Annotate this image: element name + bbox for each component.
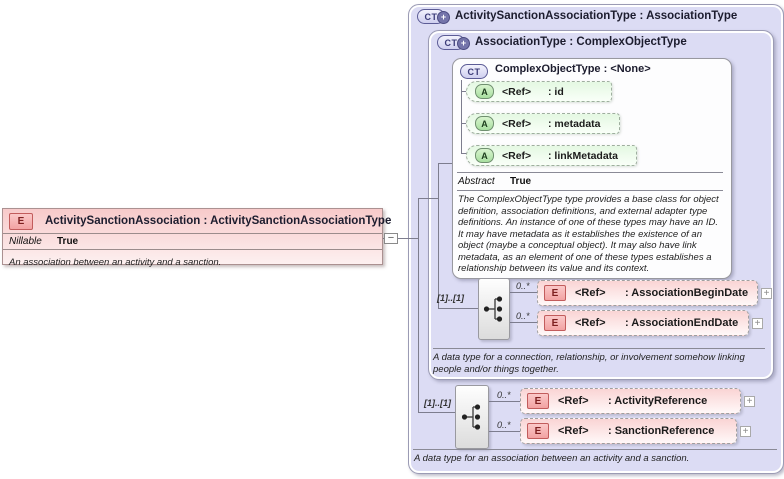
element-name: : AssociationEndDate (625, 317, 739, 329)
connector-line (487, 431, 521, 432)
complex-type-icon: CT + (417, 9, 450, 24)
sequence-compositor-icon[interactable] (455, 385, 489, 449)
element-name: : ActivityReference (608, 395, 708, 407)
attribute-ref: <Ref> (502, 117, 532, 130)
attribute-name: : id (548, 85, 564, 98)
property-value: True (57, 236, 79, 247)
complex-type-icon: CT + (437, 35, 470, 50)
outer-panel-title: ActivitySanctionAssociationType : Associ… (455, 10, 738, 22)
element-box-activity-reference[interactable]: E <Ref> : ActivityReference (520, 388, 741, 414)
attribute-icon: A (475, 116, 494, 131)
connector-line (461, 123, 467, 124)
element-box-association-begin-date[interactable]: E <Ref> : AssociationBeginDate (537, 280, 758, 306)
outer-panel-description: A data type for an association between a… (414, 453, 690, 464)
expand-button[interactable]: + (761, 288, 772, 299)
element-box-activity-sanction-association[interactable]: E ActivitySanctionAssociation : Activity… (2, 208, 391, 268)
connector-line (418, 198, 439, 199)
attribute-ref: <Ref> (502, 149, 532, 162)
attribute-box-metadata[interactable]: A <Ref> : metadata (466, 113, 620, 134)
element-description-row: An association between an activity and a… (3, 250, 382, 272)
inner-panel-description: A data type for a connection, relationsh… (433, 352, 745, 375)
connector-line (438, 163, 453, 164)
occurrence-label: [1]..[1] (437, 293, 464, 303)
sequence-glyph (461, 404, 481, 430)
element-name: : SanctionReference (608, 425, 715, 437)
element-property-row: Nillable True (3, 233, 382, 250)
element-name: : AssociationBeginDate (625, 287, 749, 299)
occurrence-label: [1]..[1] (424, 398, 451, 408)
element-description: An association between an activity and a… (9, 257, 222, 268)
element-ref: <Ref> (558, 425, 589, 437)
element-icon: E (9, 212, 33, 230)
property-value: True (510, 176, 532, 187)
divider (457, 190, 723, 191)
sequence-glyph (483, 296, 503, 322)
connector-line (461, 153, 467, 154)
property-name: Nillable (9, 236, 42, 247)
element-icon: E (544, 285, 566, 301)
element-box-sanction-reference[interactable]: E <Ref> : SanctionReference (520, 418, 737, 444)
divider (413, 449, 777, 450)
element-ref: <Ref> (558, 395, 589, 407)
attribute-box-id[interactable]: A <Ref> : id (466, 81, 612, 102)
connector-line (438, 308, 479, 309)
collapse-toggle[interactable]: − (384, 233, 398, 244)
element-ref: <Ref> (575, 317, 606, 329)
connector-line (418, 198, 419, 413)
attribute-icon: A (475, 84, 494, 99)
property-name: Abstract (458, 176, 495, 187)
ct-icon: CT (460, 64, 488, 79)
attribute-ref: <Ref> (502, 85, 532, 98)
connector-line (418, 412, 456, 413)
inner-panel-title: AssociationType : ComplexObjectType (475, 36, 687, 48)
base-type-description: The ComplexObjectType type provides a ba… (458, 194, 719, 275)
connector-line (383, 238, 419, 239)
attribute-icon: A (475, 148, 494, 163)
element-icon: E (527, 423, 549, 439)
connector-line (461, 80, 462, 154)
connector-line (461, 91, 467, 92)
plus-badge-icon: + (437, 11, 450, 24)
element-icon: E (527, 393, 549, 409)
attribute-box-link-metadata[interactable]: A <Ref> : linkMetadata (466, 145, 637, 166)
plus-badge-icon: + (457, 37, 470, 50)
connector-line (508, 292, 538, 293)
base-type-title: ComplexObjectType : <None> (495, 63, 651, 75)
sequence-compositor-icon[interactable] (478, 278, 510, 340)
divider (457, 172, 723, 173)
connector-line (508, 322, 538, 323)
element-ref: <Ref> (575, 287, 606, 299)
expand-button[interactable]: + (740, 426, 751, 437)
attribute-name: : linkMetadata (548, 149, 619, 162)
cardinality-label: 0..* (516, 281, 530, 291)
connector-line (438, 163, 439, 309)
expand-button[interactable]: + (744, 396, 755, 407)
element-box-association-end-date[interactable]: E <Ref> : AssociationEndDate (537, 310, 749, 336)
expand-button[interactable]: + (752, 318, 763, 329)
element-icon: E (544, 315, 566, 331)
connector-line (487, 401, 521, 402)
attribute-name: : metadata (548, 117, 601, 130)
cardinality-label: 0..* (516, 311, 530, 321)
cardinality-label: 0..* (497, 420, 511, 430)
cardinality-label: 0..* (497, 390, 511, 400)
element-header: E ActivitySanctionAssociation : Activity… (3, 209, 391, 233)
divider (433, 348, 765, 349)
element-title: ActivitySanctionAssociation : ActivitySa… (45, 215, 392, 227)
